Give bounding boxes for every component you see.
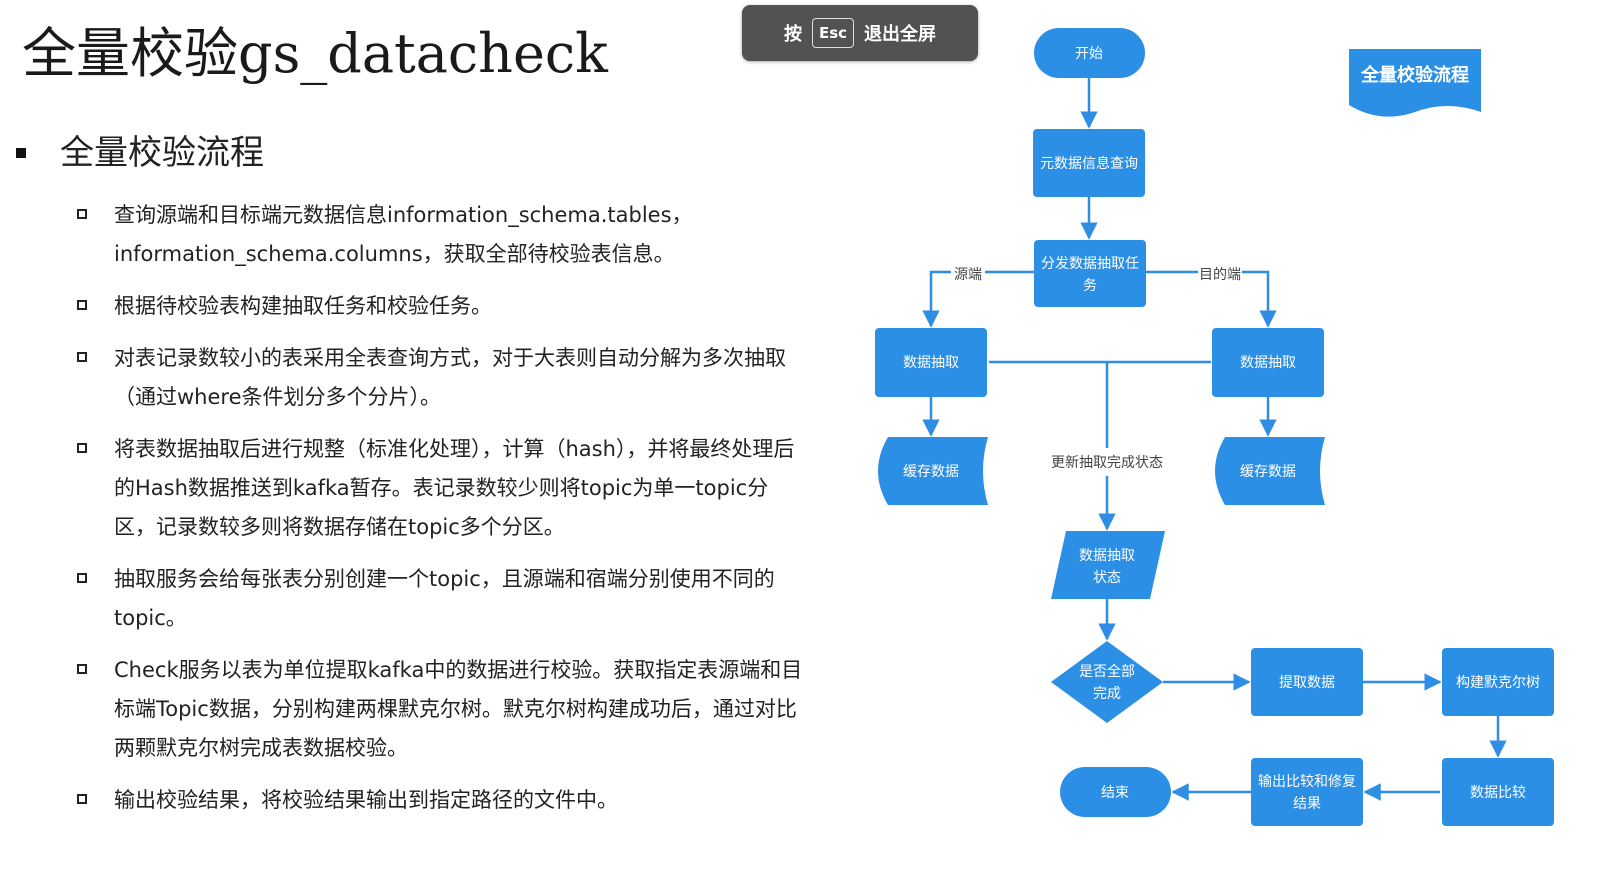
bullet-text: 将表数据抽取后进行规整（标准化处理），计算（hash），并将最终处理后的Hash… [114, 437, 795, 539]
hollow-square-bullet-icon [77, 664, 87, 674]
hint-press-text: 按 [783, 24, 802, 45]
hollow-square-bullet-icon [77, 300, 87, 310]
node-cache-source: 缓存数据 [878, 437, 988, 505]
node-extract-status-line2: 状态 [1093, 570, 1121, 586]
bullet-text: 查询源端和目标端元数据信息information_schema.tables，i… [114, 203, 693, 266]
node-dispatch-task: 分发数据抽取任 务 [1034, 240, 1146, 307]
flowchart-banner: 全量校验流程 [1349, 49, 1481, 117]
node-end-label: 结束 [1101, 785, 1129, 801]
node-build-merkle-label: 构建默克尔树 [1456, 675, 1540, 691]
node-cache-source-label: 缓存数据 [903, 464, 959, 480]
bullet-item: 输出校验结果，将校验结果输出到指定路径的文件中。 [76, 781, 806, 820]
esc-key-icon: Esc [811, 18, 855, 48]
bullet-item: 对表记录数较小的表采用全表查询方式，对于大表则自动分解为多次抽取（通过where… [76, 339, 806, 417]
node-end: 结束 [1060, 767, 1171, 817]
node-extract-target: 数据抽取 [1212, 328, 1324, 397]
node-extract-source: 数据抽取 [875, 328, 987, 397]
node-compare-data-label: 数据比较 [1470, 785, 1526, 801]
slide-title: 全量校验gs_datacheck [22, 22, 608, 85]
node-extract-status: 数据抽取 状态 [1051, 531, 1165, 599]
hollow-square-bullet-icon [77, 352, 87, 362]
node-all-done-decision: 是否全部 完成 [1051, 641, 1163, 723]
node-all-done-line1: 是否全部 [1079, 663, 1135, 680]
node-dispatch-label-line1: 分发数据抽取任 [1041, 256, 1139, 272]
node-metadata-query: 元数据信息查询 [1033, 129, 1145, 197]
bullet-item: 将表数据抽取后进行规整（标准化处理），计算（hash），并将最终处理后的Hash… [76, 430, 806, 547]
edge-label-source: 源端 [954, 267, 982, 283]
node-fetch-data: 提取数据 [1251, 648, 1363, 716]
node-start-label: 开始 [1075, 46, 1103, 62]
bullet-text: 根据待校验表构建抽取任务和校验任务。 [114, 294, 492, 318]
hollow-square-bullet-icon [77, 573, 87, 583]
bullet-list: 查询源端和目标端元数据信息information_schema.tables，i… [76, 196, 806, 833]
bullet-item: Check服务以表为单位提取kafka中的数据进行校验。获取指定表源端和目标端T… [76, 651, 806, 768]
bullet-text: 对表记录数较小的表采用全表查询方式，对于大表则自动分解为多次抽取（通过where… [114, 346, 786, 409]
node-build-merkle-tree: 构建默克尔树 [1442, 648, 1554, 716]
bullet-text: Check服务以表为单位提取kafka中的数据进行校验。获取指定表源端和目标端T… [114, 658, 803, 760]
node-all-done-line2: 完成 [1093, 686, 1121, 702]
node-start: 开始 [1034, 28, 1145, 78]
edge-label-target: 目的端 [1199, 267, 1241, 283]
node-extract-status-line1: 数据抽取 [1079, 548, 1135, 564]
node-cache-target-label: 缓存数据 [1240, 464, 1296, 480]
hint-action-text: 退出全屏 [864, 24, 937, 45]
node-metadata-query-label: 元数据信息查询 [1040, 155, 1138, 172]
bullet-item: 查询源端和目标端元数据信息information_schema.tables，i… [76, 196, 806, 274]
node-output-result-line1: 输出比较和修复 [1258, 773, 1356, 790]
hollow-square-bullet-icon [77, 794, 87, 804]
square-bullet-icon [16, 148, 26, 158]
hollow-square-bullet-icon [77, 443, 87, 453]
bullet-text: 输出校验结果，将校验结果输出到指定路径的文件中。 [114, 788, 618, 812]
node-extract-source-label: 数据抽取 [903, 355, 959, 371]
flowchart-edges [922, 78, 1507, 801]
exit-fullscreen-hint[interactable]: 按 Esc 退出全屏 [742, 5, 978, 61]
node-extract-target-label: 数据抽取 [1240, 355, 1296, 371]
node-compare-data: 数据比较 [1442, 758, 1554, 826]
edge-dispatch-to-target-extract [1146, 270, 1277, 328]
node-dispatch-label-line2: 务 [1083, 278, 1097, 294]
bullet-item: 根据待校验表构建抽取任务和校验任务。 [76, 287, 806, 326]
edge-label-update-status: 更新抽取完成状态 [1051, 455, 1163, 471]
section-heading: 全量校验流程 [12, 128, 264, 178]
node-fetch-data-label: 提取数据 [1279, 675, 1335, 691]
section-heading-label: 全量校验流程 [60, 133, 264, 173]
node-output-result-line2: 结果 [1293, 796, 1321, 812]
hollow-square-bullet-icon [77, 209, 87, 219]
node-output-result: 输出比较和修复 结果 [1251, 758, 1363, 826]
edge-dispatch-to-source-extract [922, 270, 1034, 328]
bullet-text: 抽取服务会给每张表分别创建一个topic，且源端和宿端分别使用不同的topic。 [114, 567, 775, 630]
bullet-item: 抽取服务会给每张表分别创建一个topic，且源端和宿端分别使用不同的topic。 [76, 560, 806, 638]
flowchart-banner-label: 全量校验流程 [1360, 64, 1469, 86]
node-cache-target: 缓存数据 [1215, 437, 1325, 505]
